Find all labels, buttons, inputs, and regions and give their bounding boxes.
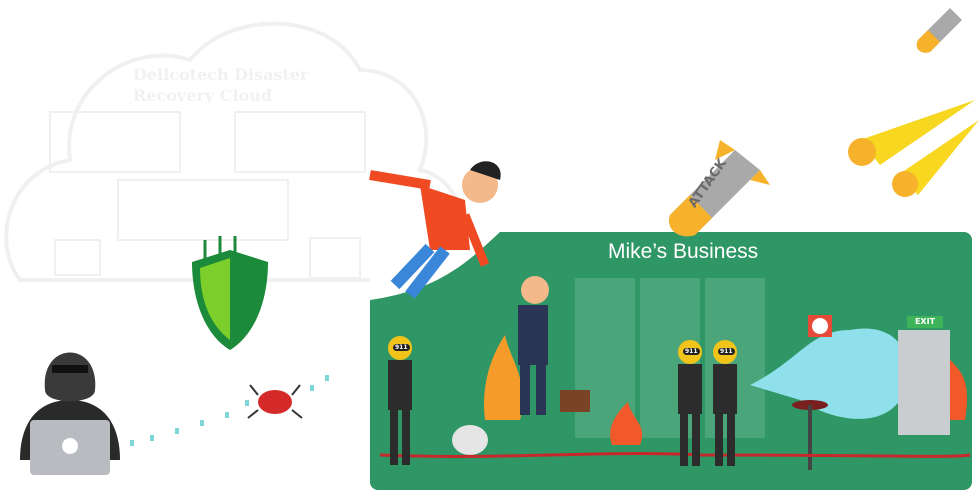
meteor-icon xyxy=(892,120,979,197)
firefighter-badge: 911 xyxy=(683,348,700,355)
meteor-icon xyxy=(848,100,975,166)
malware-bug-icon xyxy=(247,384,303,419)
business-title: Mike’s Business xyxy=(608,240,759,263)
firefighter xyxy=(388,336,412,465)
cloud-title-line2: Recovery Cloud xyxy=(133,86,272,105)
attack-bomb-icon xyxy=(669,140,770,237)
businessman-mike xyxy=(518,276,590,415)
cloud-title-line1: Dellcotech Disaster xyxy=(133,65,309,84)
security-shield-icon xyxy=(192,236,268,350)
exit-sign: EXIT xyxy=(907,316,943,328)
fire-icon xyxy=(484,335,523,420)
small-bomb-icon xyxy=(916,8,962,53)
hacker-icon xyxy=(20,352,120,475)
disaster-recovery-cloud xyxy=(4,21,465,282)
exit-door xyxy=(898,330,950,435)
binary-code-trail xyxy=(130,375,329,446)
firefighter-badge: 911 xyxy=(718,348,735,355)
cloud-title: Dellcotech Disaster Recovery Cloud xyxy=(133,64,308,106)
fire-icon xyxy=(610,402,643,445)
water-spray-icon xyxy=(750,328,908,419)
firefighter-badge: 911 xyxy=(393,344,410,351)
rescuer-person xyxy=(369,161,501,299)
